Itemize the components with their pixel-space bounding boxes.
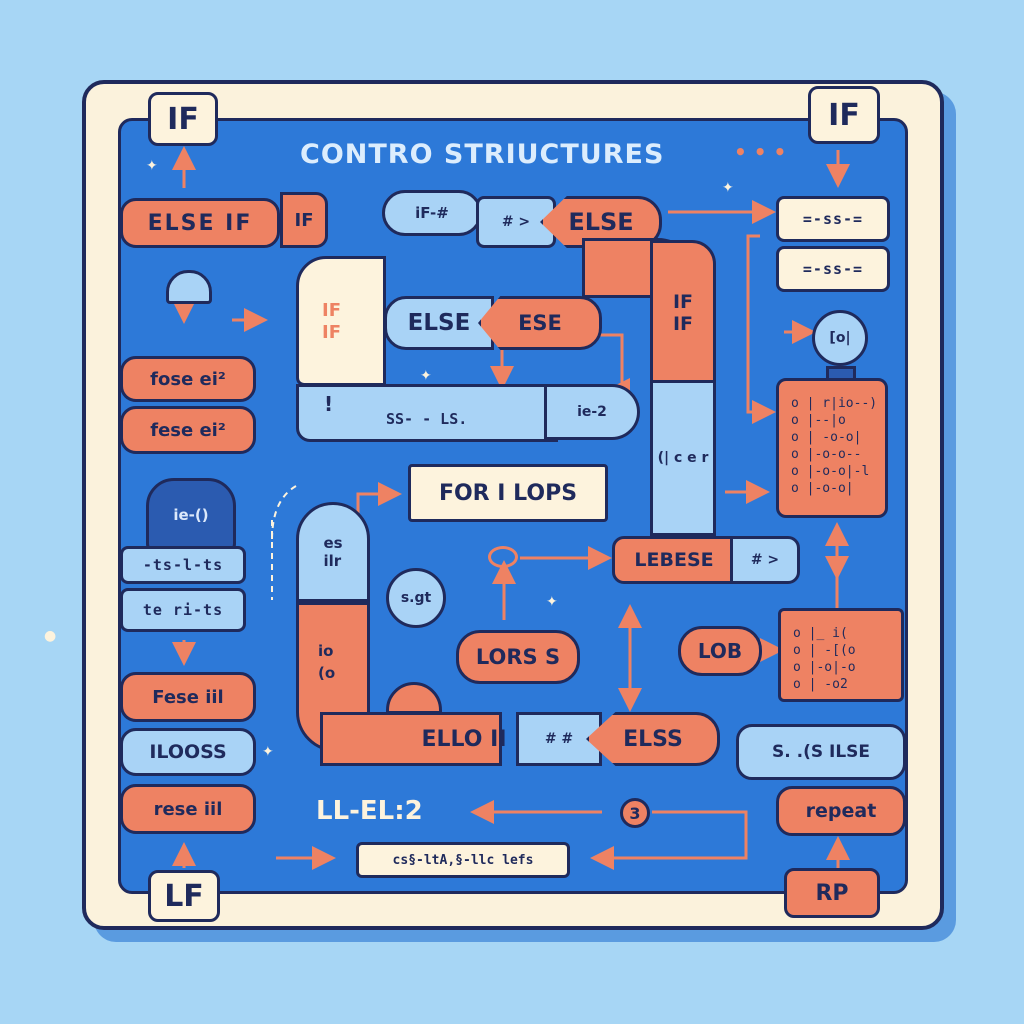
lebese-block: LEBESE: [612, 536, 736, 584]
pipe-if-label-2: IF: [672, 313, 694, 335]
elss-block: ELSS: [586, 712, 720, 766]
eye-icon: [488, 546, 518, 568]
formula-box: cs§-ltA,§-llc lefs: [356, 842, 570, 878]
arrow-loop-formula: [590, 810, 748, 870]
sparkle: ✦: [146, 158, 158, 174]
mini-block-1: -ts-l-ts: [120, 546, 246, 584]
lors-block: LORS S: [456, 630, 580, 684]
blue-pipe-vertical: (| c e r: [650, 380, 716, 536]
corner-tab-bottom-right: RP: [784, 868, 880, 918]
level-label: LL-EL:2: [316, 796, 423, 826]
navy-cap-block: ie-(): [146, 478, 236, 552]
corner-tab-top-left: IF: [148, 92, 218, 146]
loop-bar-mark: !: [324, 392, 334, 416]
blue-pipe-horizontal: [296, 384, 558, 442]
fese-iil-block: Fese iil: [120, 672, 256, 722]
code-panel-1: o | r|io--) o |--|o o | -o-o| o |-o-o-- …: [776, 378, 888, 518]
lebese-arrow-tail: # >: [730, 536, 800, 584]
orange-pipe-vertical: IF IF: [650, 240, 716, 386]
loop-if-label-2: IF: [322, 322, 341, 343]
sparkle: ●: [44, 628, 57, 644]
if-arrow-block: iF-#: [382, 190, 482, 236]
ilse-block: S. .(S ILSE: [736, 724, 906, 780]
io-block: ie-2: [544, 384, 640, 440]
mini-block-2: te ri-ts: [120, 588, 246, 632]
diagram-title: CONTRO STRIUCTURES: [300, 138, 665, 170]
ese-block: ESE: [478, 296, 602, 350]
arrow-ese-down: [600, 333, 630, 402]
arrow-right-code: [746, 234, 776, 424]
ello-label: ELLO II: [421, 726, 507, 752]
right-mini-2: =-ss-=: [776, 246, 890, 292]
pipe-if-label-1: IF: [672, 291, 694, 313]
sparkle: ✦: [722, 180, 734, 196]
bulb-icon: [o|: [812, 310, 868, 366]
funnel-icon: [166, 270, 212, 304]
for-loops-box: FOR I LOPS: [408, 464, 608, 522]
sparkle: ✦: [420, 368, 432, 384]
corner-tab-top-right: IF: [808, 86, 880, 144]
lob-block: LOB: [678, 626, 762, 676]
title-dots: • • •: [734, 140, 787, 164]
loop-if-label-1: IF: [322, 300, 341, 321]
iloss-block: ILOOSS: [120, 728, 256, 776]
ss-ls-label: SS- - LS.: [386, 410, 468, 428]
rese-iil-block: rese iil: [120, 784, 256, 834]
corner-tab-bottom-left: LF: [148, 870, 220, 922]
right-mini-1: =-ss-=: [776, 196, 890, 242]
else-if-block: ELSE IF: [120, 198, 280, 248]
orange-pipe-bottom: [320, 712, 502, 766]
dashed-curve: [271, 485, 297, 541]
number-badge: 3: [620, 798, 650, 828]
cream-pipe: [296, 256, 386, 386]
fese-block: fese ei²: [120, 406, 256, 454]
es-capsule: es ilr: [296, 502, 370, 602]
sparkle: ✦: [546, 594, 558, 610]
fose-block: fose ei²: [120, 356, 256, 402]
dome-shape: [386, 682, 442, 714]
sparkle: ✦: [262, 744, 274, 760]
io-label: io (o: [318, 642, 336, 682]
sgt-circle: s.gt: [386, 568, 446, 628]
else-block-mid: ELSE: [384, 296, 494, 350]
repeat-block: repeat: [776, 786, 906, 836]
if-stub-block: IF: [280, 192, 328, 248]
code-panel-2: o |_ i( o | -[(o o |-o|-o o | -o2: [778, 608, 904, 702]
